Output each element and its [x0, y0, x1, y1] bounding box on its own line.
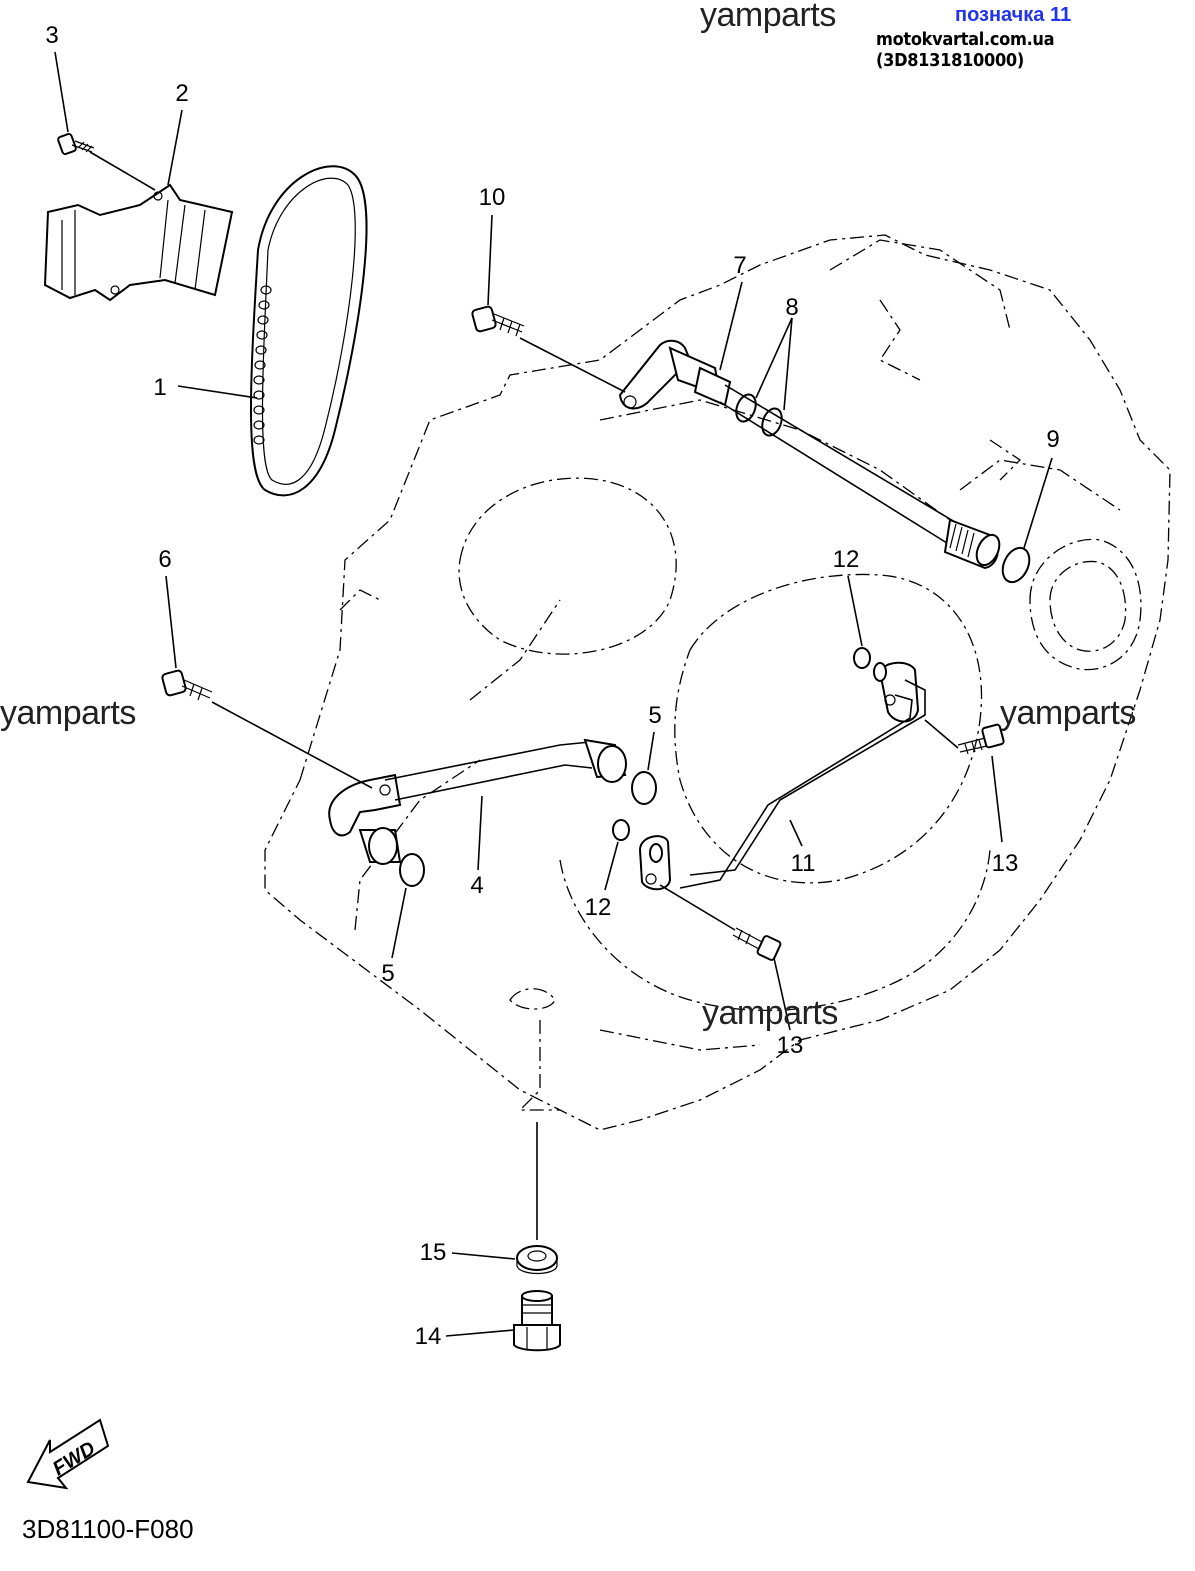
fwd-arrow-icon: [26, 1418, 110, 1490]
callout-6: 6: [158, 546, 172, 573]
source-label: motokvartal.com.ua (3D8131810000): [876, 29, 1055, 71]
callout-7: 7: [733, 252, 747, 279]
oil-pipe-part-11: [638, 661, 926, 891]
callout-14: 14: [414, 1323, 442, 1350]
watermark: yamparts: [0, 694, 136, 732]
callout-12-bottom: 12: [584, 894, 612, 921]
callout-4: 4: [470, 872, 484, 899]
callout-5-right: 5: [648, 702, 662, 729]
drain-bolt-part-14: [513, 1290, 561, 1352]
o-rings-part-8: [735, 393, 783, 437]
bolt-part-10: [471, 305, 525, 337]
oil-pipe-part-7: [618, 339, 1001, 570]
o-rings-part-12: [612, 647, 871, 841]
callout-10: 10: [478, 184, 506, 211]
o-ring-part-9: [1001, 546, 1031, 584]
callout-3: 3: [45, 22, 59, 49]
callout-1: 1: [153, 374, 167, 401]
cam-chain-part-1: [250, 165, 368, 497]
callout-15: 15: [419, 1239, 447, 1266]
diagram-code: 3D81100-F080: [22, 1514, 194, 1544]
callout-12-top: 12: [832, 546, 860, 573]
oil-pipe-part-4: [328, 738, 627, 865]
page-tag: позначка 11: [955, 4, 1072, 26]
watermark: yamparts: [1000, 694, 1136, 732]
callout-5-left: 5: [381, 960, 395, 987]
callout-9: 9: [1046, 426, 1060, 453]
leader-lines: [54, 51, 1053, 1337]
callout-2: 2: [175, 80, 189, 107]
callout-13-bottom: 13: [776, 1032, 804, 1059]
screw-part-3: [57, 132, 95, 156]
washer-part-15: [516, 1245, 558, 1275]
watermark: yamparts: [702, 994, 838, 1032]
callout-13-right: 13: [991, 850, 1019, 877]
bolt-part-6: [161, 669, 213, 701]
o-rings-part-5: [399, 771, 657, 887]
watermark-top: yamparts: [700, 0, 836, 34]
callout-11: 11: [790, 850, 816, 877]
bolts-part-13: [732, 723, 1005, 961]
chain-guide-part-2: [43, 183, 234, 302]
callout-8: 8: [785, 294, 799, 321]
